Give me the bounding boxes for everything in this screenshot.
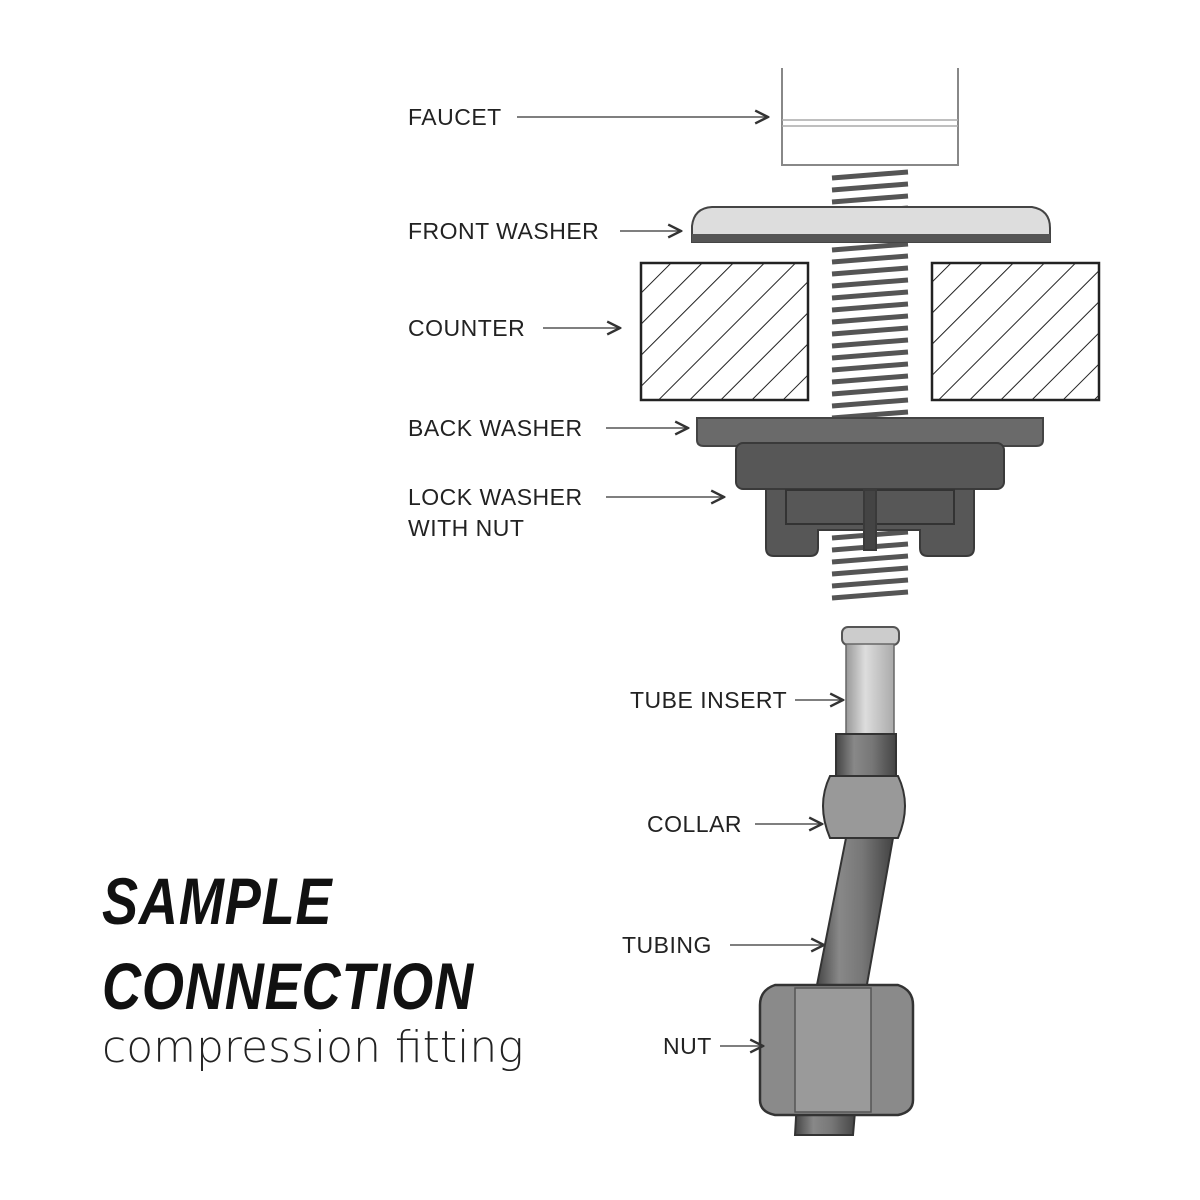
thread-stroke — [831, 253, 909, 265]
thread-stroke — [831, 181, 909, 193]
counter-right — [930, 261, 1101, 402]
thread-stroke — [831, 241, 909, 253]
thread-stroke — [831, 565, 909, 577]
thread-stroke — [831, 277, 909, 289]
thread-stroke — [831, 301, 909, 313]
front-washer — [691, 206, 1051, 243]
thread-stroke — [831, 337, 909, 349]
label-nut: NUT — [663, 1033, 712, 1059]
lock-washer-with-nut — [735, 442, 1005, 557]
thread-stroke — [831, 589, 909, 601]
thread-stroke — [831, 361, 909, 373]
thread-stroke — [831, 289, 909, 301]
thread-stroke — [831, 313, 909, 325]
thread-stroke — [831, 385, 909, 397]
leader-lines — [517, 117, 843, 1046]
thread-stroke — [831, 349, 909, 361]
title-line-2: CONNECTION — [102, 949, 475, 1023]
compression-fitting — [758, 626, 915, 1136]
title-line-1: SAMPLE — [102, 864, 333, 938]
label-tube-insert: TUBE INSERT — [630, 687, 787, 713]
label-front-washer: FRONT WASHER — [408, 218, 599, 244]
label-lock-washer: LOCK WASHER — [408, 484, 583, 510]
thread-stroke — [831, 577, 909, 589]
subtitle: compression fitting — [102, 1022, 524, 1073]
thread-stroke — [831, 169, 909, 181]
label-collar: COLLAR — [647, 811, 742, 837]
label-back-washer: BACK WASHER — [408, 415, 583, 441]
label-tubing: TUBING — [622, 932, 712, 958]
counter-left — [639, 261, 810, 402]
label-lock-washer-with-nut: WITH NUT — [408, 515, 524, 541]
thread-stroke — [831, 397, 909, 409]
back-washer — [696, 417, 1044, 447]
label-counter: COUNTER — [408, 315, 525, 341]
thread-stroke — [831, 265, 909, 277]
faucet-body — [781, 68, 959, 166]
thread-stroke — [831, 373, 909, 385]
thread-stroke — [831, 325, 909, 337]
thread-stroke — [831, 193, 909, 205]
thread-stroke — [831, 553, 909, 565]
label-faucet: FAUCET — [408, 104, 502, 130]
